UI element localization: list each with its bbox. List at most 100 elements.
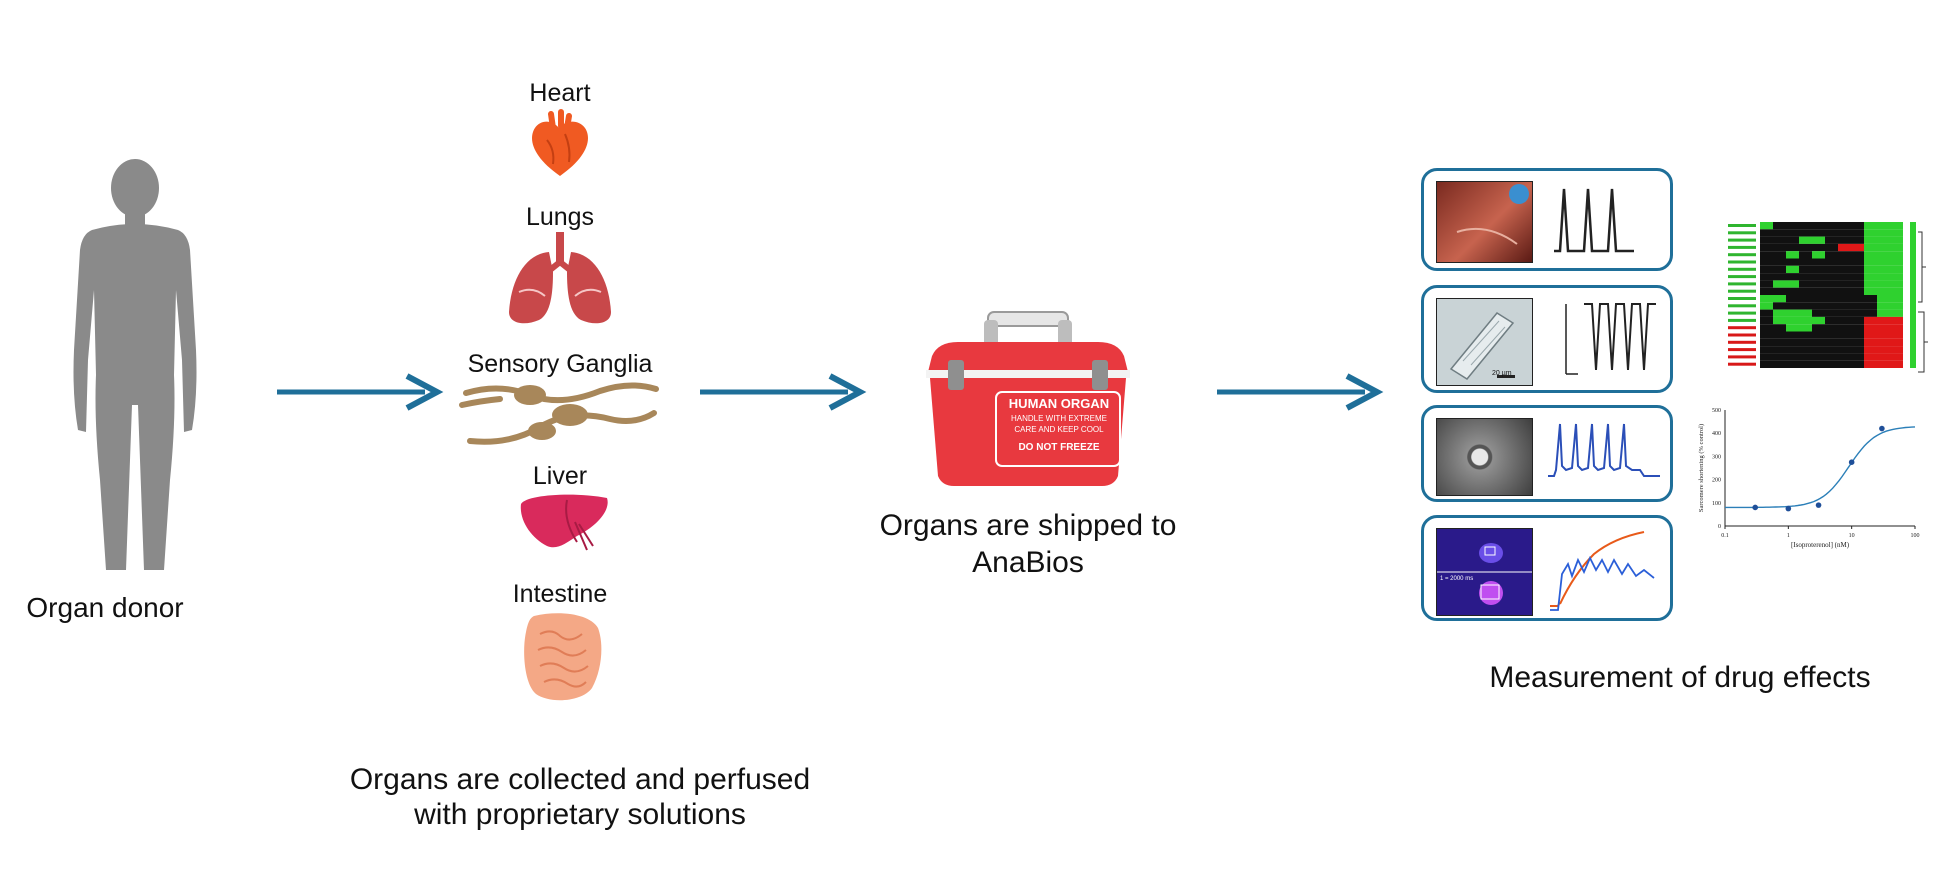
heatmap-cell (1851, 244, 1864, 251)
heatmap-row-label (1728, 231, 1756, 234)
heatmap-cell (1812, 332, 1825, 339)
heatmap-cell (1838, 324, 1851, 331)
cooler-line1: HANDLE WITH EXTREME (998, 414, 1120, 423)
heatmap-cell (1825, 339, 1838, 346)
cardiomyocyte-photo (1436, 298, 1533, 386)
heatmap-cell (1760, 324, 1773, 331)
heatmap-cell (1799, 280, 1812, 287)
heatmap-cell (1799, 229, 1812, 236)
heatmap-cell (1838, 288, 1851, 295)
cooler-title: HUMAN ORGAN (998, 396, 1120, 411)
heatmap-cell (1877, 295, 1890, 302)
y-tick-label: 300 (1712, 454, 1721, 460)
heatmap-cell (1799, 273, 1812, 280)
heatmap-row-label (1728, 334, 1756, 337)
y-tick-label: 100 (1712, 501, 1721, 507)
heatmap-color-bar (1910, 222, 1916, 368)
heatmap-row-label (1728, 312, 1756, 315)
panel-calcium-imaging: 1 = 2000 ms (1421, 515, 1673, 621)
cooler-warning: DO NOT FREEZE (998, 442, 1120, 453)
heatmap-cell (1812, 339, 1825, 346)
heatmap-row-label (1728, 275, 1756, 278)
heatmap-cell (1890, 324, 1903, 331)
heatmap-cell (1760, 361, 1773, 368)
heatmap-cell (1838, 222, 1851, 229)
heatmap-cell (1786, 222, 1799, 229)
heatmap-cell (1838, 302, 1851, 309)
heatmap-cell (1812, 280, 1825, 287)
heatmap-cell (1773, 339, 1786, 346)
heatmap-chart (1700, 212, 1920, 392)
heatmap-cell (1838, 237, 1851, 244)
action-potential-trace (1544, 414, 1664, 500)
heatmap-cell (1799, 353, 1812, 360)
intestine-label: Intestine (430, 580, 690, 609)
heatmap-row-label (1728, 304, 1756, 307)
heatmap-cell (1877, 229, 1890, 236)
heatmap-cell (1760, 295, 1773, 302)
heatmap-cell (1812, 317, 1825, 324)
heatmap-row-label (1728, 355, 1756, 358)
heatmap-cell (1760, 280, 1773, 287)
heatmap-row-label (1728, 239, 1756, 242)
heatmap-cell (1799, 295, 1812, 302)
arrow-donor-to-organs (275, 372, 445, 412)
heatmap-cell (1799, 266, 1812, 273)
heatmap-cell (1825, 222, 1838, 229)
heatmap-cell (1786, 310, 1799, 317)
heatmap-cell (1799, 332, 1812, 339)
heatmap-cell (1799, 324, 1812, 331)
heatmap-cell (1864, 317, 1877, 324)
heatmap-dendrogram (1918, 232, 1928, 372)
heatmap-cell (1864, 244, 1877, 251)
heatmap-cell (1851, 222, 1864, 229)
calcium-image (1436, 528, 1533, 616)
heatmap-row-label (1728, 268, 1756, 271)
heatmap-cell (1773, 266, 1786, 273)
heatmap-cell (1773, 310, 1786, 317)
heatmap-cell (1773, 229, 1786, 236)
data-point (1816, 502, 1822, 508)
heatmap-cell (1864, 346, 1877, 353)
heatmap-cell (1877, 361, 1890, 368)
heatmap-cell (1799, 339, 1812, 346)
heatmap-cell (1851, 251, 1864, 258)
heatmap-cell (1877, 339, 1890, 346)
heatmap-cell (1825, 273, 1838, 280)
heatmap-cell (1890, 295, 1903, 302)
heatmap-row-label (1728, 363, 1756, 366)
heatmap-cell (1838, 273, 1851, 280)
heatmap-cell (1864, 251, 1877, 258)
heatmap-cell (1760, 229, 1773, 236)
heatmap-cell (1825, 353, 1838, 360)
heatmap-cell (1851, 332, 1864, 339)
heatmap-cell (1877, 222, 1890, 229)
heatmap-cell (1851, 237, 1864, 244)
data-point (1879, 426, 1885, 432)
x-tick-label: 10 (1849, 533, 1855, 539)
heatmap-cell (1760, 310, 1773, 317)
sarcomere-trace (1544, 294, 1664, 380)
heatmap-cell (1825, 324, 1838, 331)
sensory-ganglia-icon (460, 375, 660, 455)
heatmap-row-label (1728, 224, 1756, 227)
heatmap-cell (1838, 339, 1851, 346)
heatmap-cell (1890, 346, 1903, 353)
heatmap-cell (1786, 317, 1799, 324)
heatmap-cell (1812, 288, 1825, 295)
cooler-caption-line2: AnaBios (848, 545, 1208, 581)
heatmap-cell (1786, 259, 1799, 266)
heatmap-cell (1838, 353, 1851, 360)
time-label: 1 = 2000 ms (1440, 576, 1473, 582)
data-point (1752, 505, 1758, 511)
heatmap-cell (1773, 259, 1786, 266)
heatmap-cell (1851, 288, 1864, 295)
heatmap-cell (1799, 317, 1812, 324)
heatmap-cell (1877, 317, 1890, 324)
intestine-icon (520, 610, 605, 705)
heatmap-cell (1838, 251, 1851, 258)
y-axis-label: Sarcomere shortening (% control) (1698, 424, 1705, 512)
heatmap-cell (1877, 237, 1890, 244)
heatmap-cell (1890, 302, 1903, 309)
heatmap-cell (1864, 302, 1877, 309)
